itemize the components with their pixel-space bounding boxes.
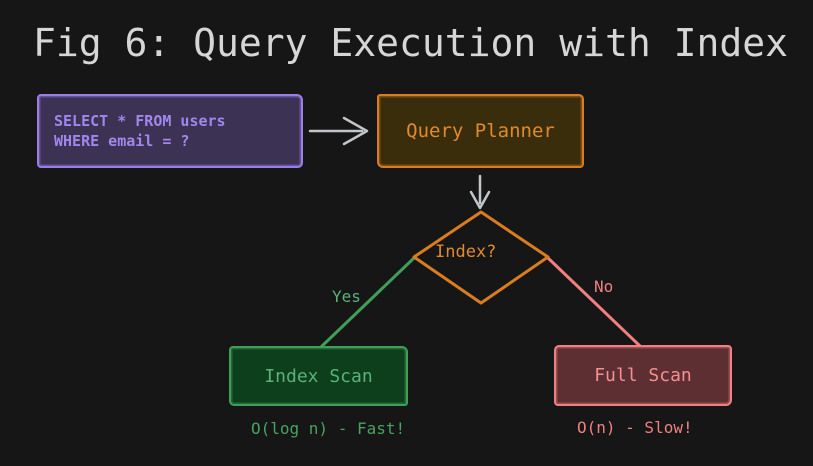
edge-no-label: No: [594, 277, 614, 296]
sql-query-line-2: WHERE email = ?: [54, 132, 190, 150]
arrow-planner-to-decision-icon: [469, 174, 491, 210]
figure-title: Fig 6: Query Execution with Index: [33, 21, 788, 65]
full-scan-node: Full Scan: [554, 345, 732, 406]
edge-yes-label: Yes: [332, 287, 361, 306]
index-scan-caption: O(log n) - Fast!: [251, 419, 406, 438]
index-scan-label: Index Scan: [264, 365, 373, 387]
full-scan-label: Full Scan: [594, 365, 692, 386]
arrow-sql-to-planner-icon: [308, 116, 369, 146]
query-planner-node: Query Planner: [377, 94, 584, 168]
sql-query-line-1: SELECT * FROM users: [54, 112, 226, 130]
decision-label: Index?: [435, 242, 497, 262]
index-scan-node: Index Scan: [229, 346, 408, 406]
full-scan-caption: O(n) - Slow!: [577, 418, 693, 437]
edge-no-line: [546, 256, 643, 349]
query-planner-label: Query Planner: [406, 120, 555, 142]
sql-query-node: SELECT * FROM users WHERE email = ?: [37, 94, 303, 168]
